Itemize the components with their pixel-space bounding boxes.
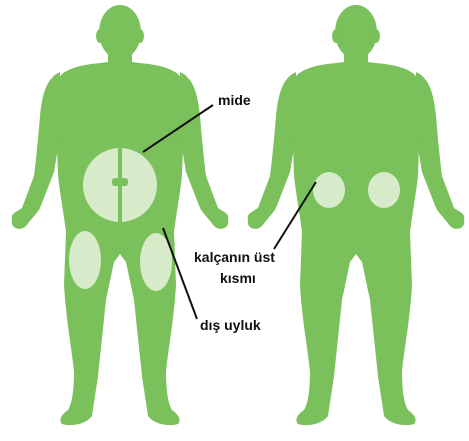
upper-hip-zone-right [368, 172, 400, 208]
stomach-label: mide [218, 92, 251, 108]
back-body-figure [248, 5, 465, 425]
upper-hip-label-line2: kısmı [220, 270, 256, 286]
upper-hip-zone-left [313, 172, 345, 208]
upper-hip-label-line1: kalçanın üst [194, 249, 275, 265]
outer-thigh-label: dış uyluk [200, 317, 261, 333]
outer-thigh-zone-left [69, 231, 101, 289]
